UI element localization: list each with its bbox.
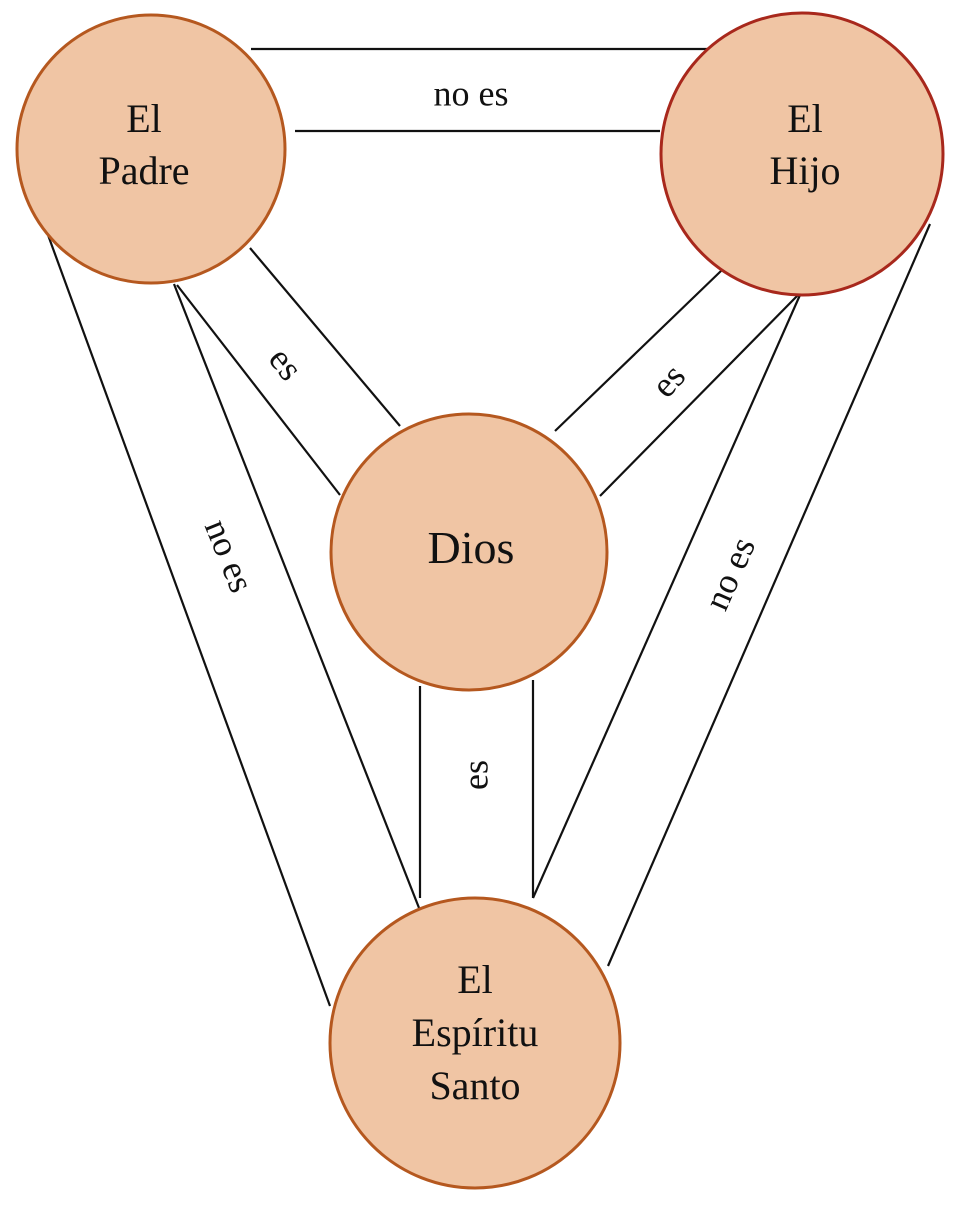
edge-line (606, 223, 932, 967)
node-label-line: El (457, 957, 493, 1002)
edge-hijo-dios (554, 269, 801, 497)
edge-label-hijo-espiritu: no es (696, 531, 763, 616)
edge-line (599, 292, 801, 497)
edge-label-hijo-dios: es (643, 356, 693, 405)
edge-line (42, 223, 332, 1007)
node-label-line: Hijo (769, 148, 840, 193)
node-label-line: Padre (98, 148, 189, 193)
edge-label-padre-hijo: no es (434, 73, 509, 113)
node-circle (659, 11, 945, 297)
edge-label-padre-espiritu: no es (197, 513, 262, 598)
node-hijo: El Hijo (659, 11, 945, 297)
edge-padre-espiritu (42, 223, 423, 1007)
node-padre: El Padre (15, 13, 287, 285)
edge-padre-hijo (251, 47, 710, 133)
edge-dios-espiritu (418, 680, 535, 898)
node-dios: Dios (329, 412, 609, 692)
node-circle (15, 13, 287, 285)
node-label-line: Espíritu (412, 1010, 539, 1055)
node-circle (328, 896, 622, 1190)
edge-label-dios-espiritu: es (455, 760, 495, 790)
node-label-line: Dios (428, 522, 515, 573)
edge-line (249, 247, 401, 427)
edge-hijo-espiritu (531, 223, 932, 967)
node-label-line: Santo (429, 1063, 520, 1108)
edge-line (554, 269, 723, 432)
node-espiritu: El Espíritu Santo (328, 896, 622, 1190)
node-label-line: El (787, 96, 823, 141)
edge-line (531, 294, 802, 899)
node-label-line: El (126, 96, 162, 141)
edge-label-padre-dios: es (261, 340, 311, 388)
edge-line (172, 283, 423, 914)
edge-padre-dios (176, 247, 401, 496)
node-circle (329, 412, 609, 692)
edge-line (176, 284, 341, 496)
